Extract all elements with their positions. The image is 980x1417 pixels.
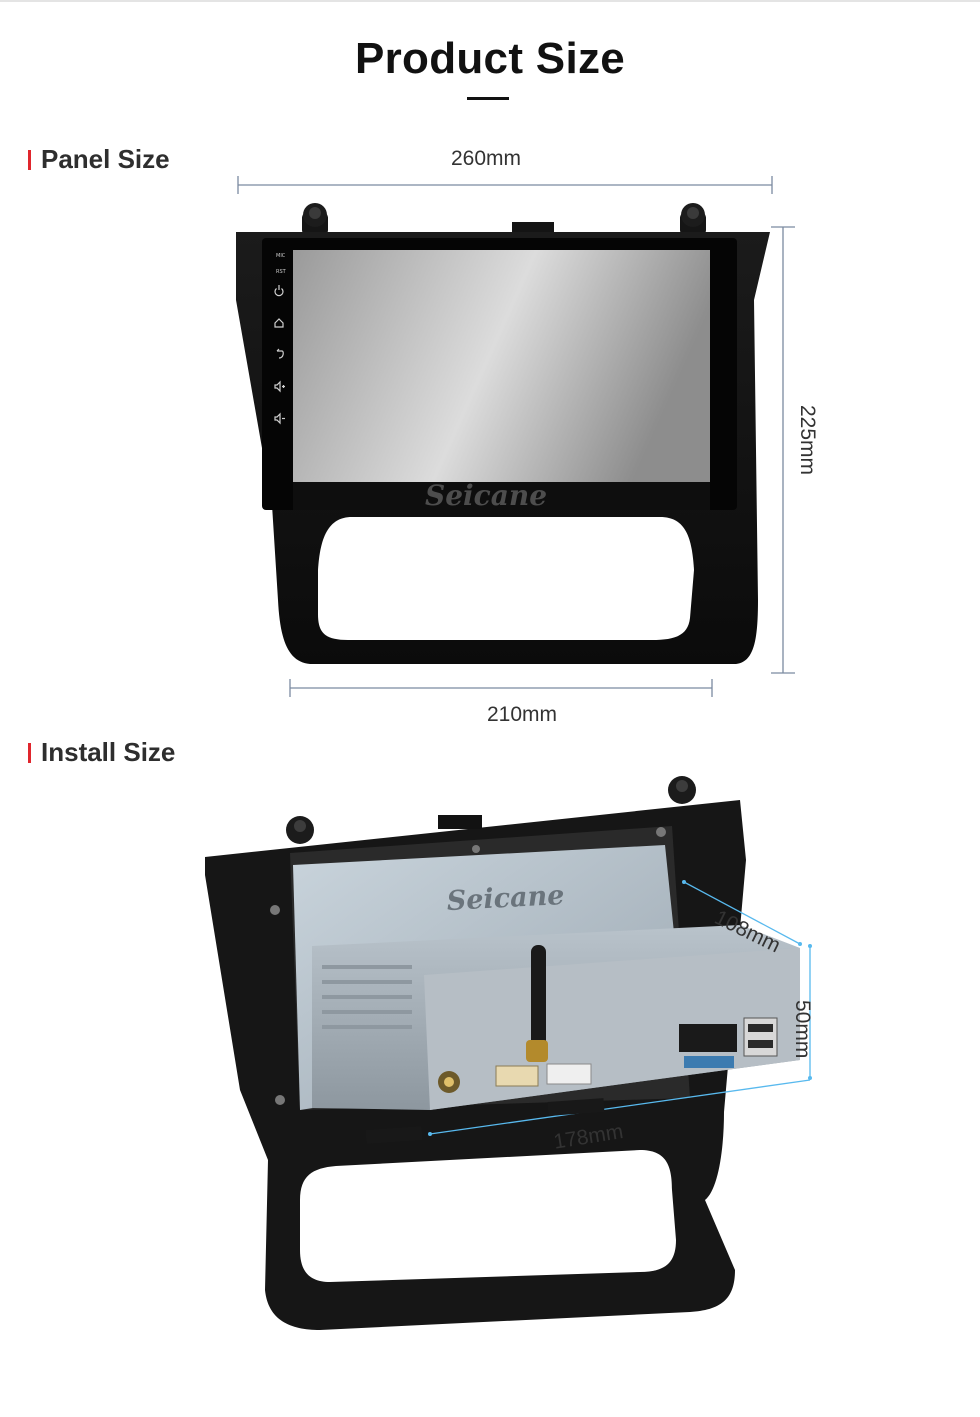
panel-size-heading: Panel Size (28, 144, 170, 175)
antenna (526, 945, 548, 1062)
top-tab (512, 222, 554, 234)
width-top-dimension-line (237, 176, 773, 194)
chassis-vents (322, 965, 412, 1029)
install-frame (205, 776, 746, 1330)
width-bottom-dimension-line (289, 679, 713, 697)
heading-accent-bar (28, 742, 31, 763)
install-height-label: 50mm (791, 1000, 814, 1059)
mounting-clip-left (302, 203, 328, 236)
lower-bezel (293, 482, 710, 510)
climate-cutout (318, 517, 694, 640)
chassis-top (293, 845, 686, 1110)
volume-down-icon[interactable] (274, 412, 285, 425)
mounting-clip-right (680, 203, 706, 236)
page-title: Product Size (354, 34, 626, 83)
mic-label: MIC (276, 253, 286, 259)
chassis-brand-logo: Seicane (446, 880, 565, 917)
rst-label: RST (276, 269, 287, 275)
panel-width-top-label: 260mm (451, 147, 522, 170)
power-icon[interactable] (274, 285, 284, 297)
panel-size-heading-text: Panel Size (41, 144, 170, 174)
panel-illustration: MIC RST Seicane (236, 176, 795, 697)
brand-logo: Seicane (425, 479, 547, 512)
panel-width-bottom-label: 210mm (487, 703, 558, 726)
panel-height-label: 225mm (796, 404, 820, 476)
screen (293, 250, 710, 482)
install-width-label: 178mm (552, 1120, 625, 1154)
height-dimension-line (771, 226, 795, 674)
install-size-heading-text: Install Size (41, 737, 176, 767)
title-underline (467, 97, 509, 100)
install-dimension-lines (429, 881, 811, 1135)
rear-panel (424, 948, 800, 1110)
install-size-heading: Install Size (28, 737, 175, 768)
home-icon[interactable] (274, 318, 284, 328)
rear-connectors (438, 1017, 778, 1093)
volume-up-icon[interactable] (274, 380, 285, 393)
top-divider (0, 0, 980, 2)
chassis-body (312, 925, 800, 1110)
heading-accent-bar (28, 149, 31, 170)
install-depth-label: 108mm (710, 906, 784, 958)
back-icon[interactable] (276, 348, 284, 359)
